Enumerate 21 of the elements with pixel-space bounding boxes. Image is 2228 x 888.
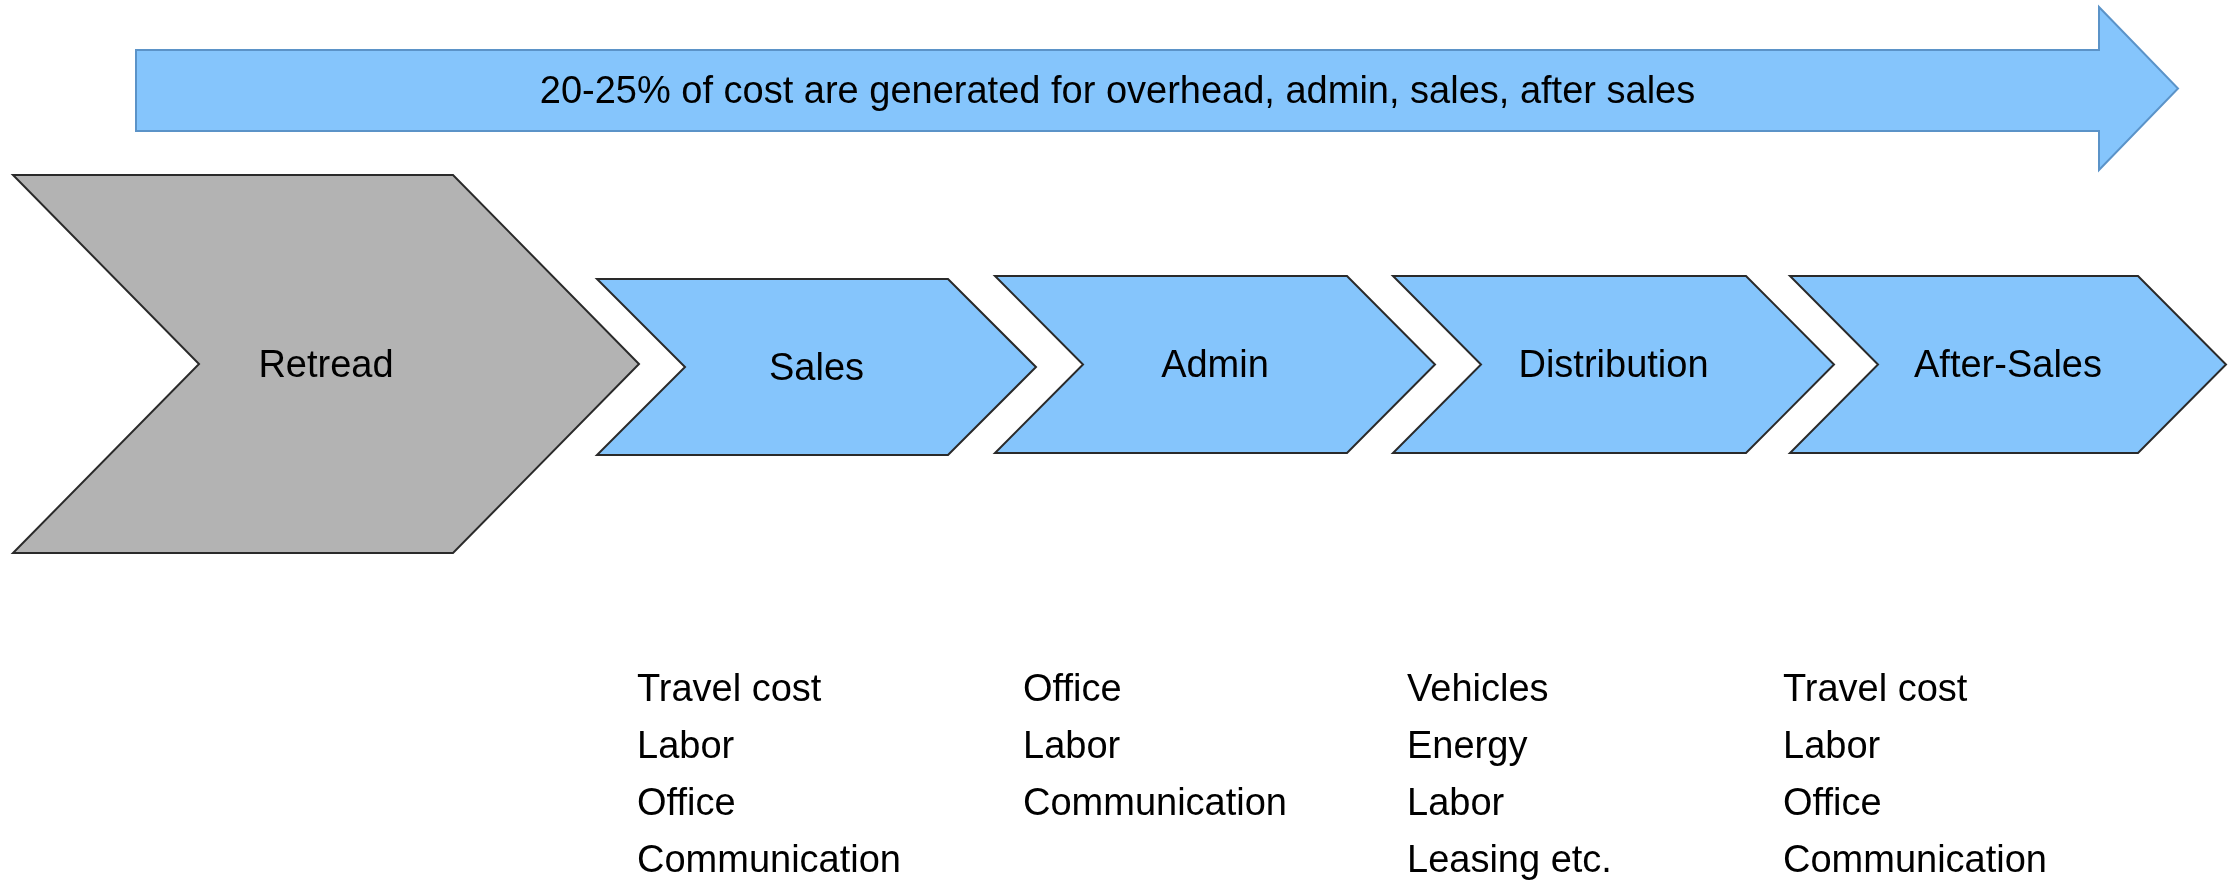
cost-item: Leasing etc. [1407,837,1612,882]
cost-item: Labor [1023,723,1121,768]
cost-item: Travel cost [1783,666,1968,711]
cost-item: Vehicles [1407,666,1549,711]
node-label: Sales [768,345,865,389]
node-label: Retread [258,342,394,386]
cost-item: Labor [1407,780,1505,825]
cost-item: Energy [1407,723,1528,768]
cost-item: Office [637,780,736,825]
cost-item: Communication [1783,837,2047,882]
node-label: Distribution [1518,343,1709,386]
cost-item: Communication [637,837,901,882]
node-label: After-Sales [1914,343,2102,386]
cost-item: Office [1023,666,1122,711]
cost-item: Labor [637,723,735,768]
cost-item: Office [1783,780,1882,825]
cost-item: Communication [1023,780,1287,825]
cost-item: Travel cost [637,666,822,711]
node-label: 20-25% of cost are generated for overhead, admin, sales, after sales [539,69,1696,112]
node-label: Admin [1161,343,1269,386]
cost-item: Labor [1783,723,1881,768]
